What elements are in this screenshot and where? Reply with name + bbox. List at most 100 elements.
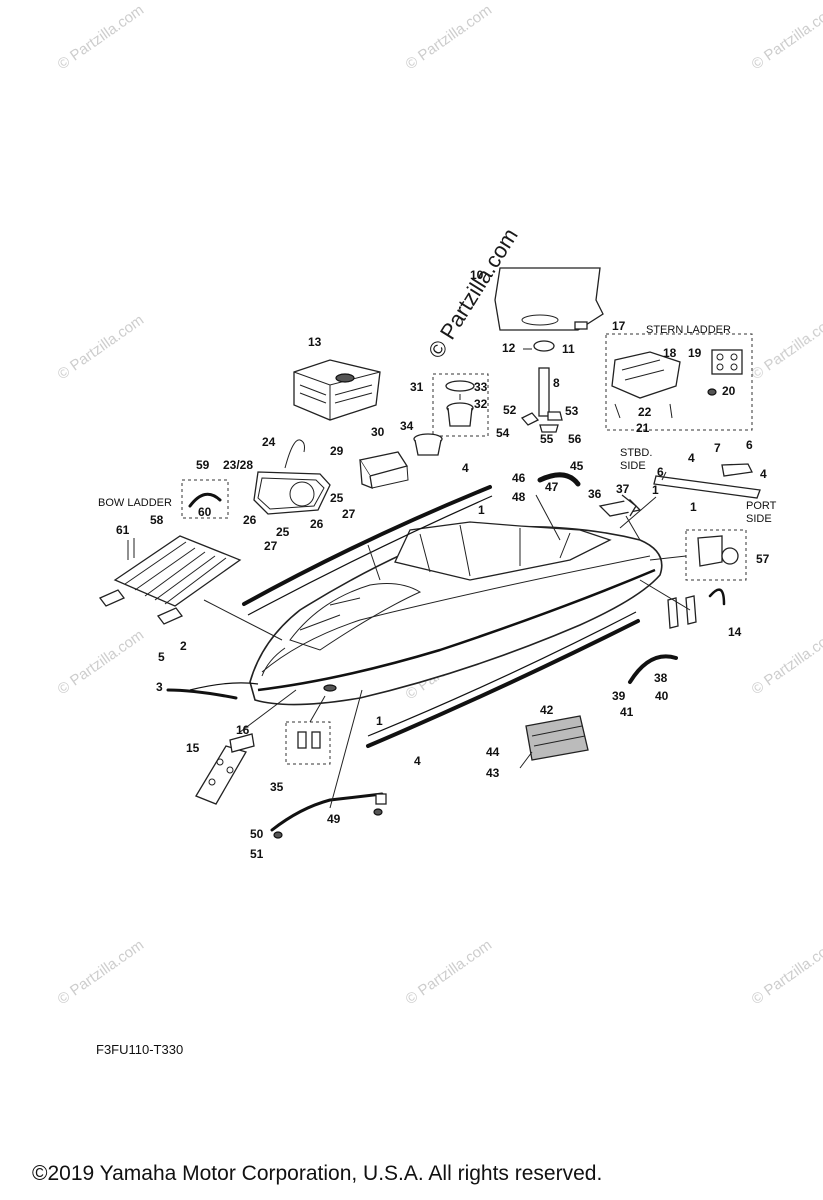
callout-60: 60	[198, 505, 212, 519]
callout-41: 41	[620, 705, 634, 719]
part-35-hardware	[285, 721, 331, 765]
part-45-grab-handle	[537, 472, 581, 487]
stbd-side-label-2: SIDE	[620, 460, 646, 472]
watermark-tile: © Partzilla.com	[749, 1, 823, 73]
callout-48: 48	[512, 490, 526, 504]
callout-4: 4	[760, 467, 767, 481]
part-14-tow-eye	[667, 588, 726, 629]
callout-55: 55	[540, 432, 554, 446]
part-59-handle	[181, 479, 229, 519]
callout-4: 4	[414, 754, 421, 768]
watermark-tile: © Partzilla.com	[749, 626, 823, 698]
part-38-fender	[628, 654, 678, 684]
callout-1: 1	[652, 483, 659, 497]
part-31-cupholder	[432, 373, 489, 437]
callout-26: 26	[310, 517, 324, 531]
callout-5: 5	[158, 650, 165, 664]
callout-4: 4	[688, 451, 695, 465]
callout-24: 24	[262, 435, 276, 449]
part-57-bracket	[685, 529, 747, 581]
part-58-bow-ladder	[98, 535, 242, 625]
part-36-cleat	[598, 494, 642, 517]
callout-1: 1	[690, 500, 697, 514]
callout-31: 31	[410, 380, 424, 394]
callout-8: 8	[553, 376, 560, 390]
callout-11: 11	[562, 342, 575, 356]
watermark-tile: © Partzilla.com	[55, 936, 148, 1008]
callout-46: 46	[512, 471, 526, 485]
part-8-table-post	[523, 340, 555, 417]
callout-58: 58	[150, 513, 164, 527]
callout-22: 22	[638, 405, 652, 419]
callout-53: 53	[565, 404, 579, 418]
watermark-tile: © Partzilla.com	[403, 936, 496, 1008]
watermark-tile: © Partzilla.com	[749, 311, 823, 383]
callout-56: 56	[568, 432, 582, 446]
callout-6: 6	[746, 438, 753, 452]
callout-59: 59	[196, 458, 210, 472]
callout-3: 3	[156, 680, 163, 694]
part-17-stern-ladder	[605, 333, 753, 431]
callout-39: 39	[612, 689, 626, 703]
part-34-cup	[413, 433, 443, 456]
callout-35: 35	[270, 780, 284, 794]
part-49-handrail	[270, 792, 387, 839]
part-15-plate	[195, 733, 255, 805]
part-4-stbd-rail	[653, 463, 761, 499]
leader-lines	[203, 494, 691, 809]
callout-19: 19	[688, 346, 702, 360]
callout-27: 27	[342, 507, 356, 521]
callout-50: 50	[250, 827, 264, 841]
callout-54: 54	[496, 426, 510, 440]
callout-29: 29	[330, 444, 344, 458]
bow-ladder-label: BOW LADDER	[98, 497, 172, 509]
part-52-56-bracket	[520, 411, 563, 433]
callout-2: 2	[180, 639, 187, 653]
watermark-tile: © Partzilla.com	[55, 626, 148, 698]
callout-47: 47	[545, 480, 559, 494]
callout-34: 34	[400, 419, 414, 433]
watermark-tile: © Partzilla.com	[749, 936, 823, 1008]
callout-10: 10	[470, 268, 484, 282]
callout-16: 16	[236, 723, 250, 737]
part-13-cooler	[293, 359, 381, 421]
callout-43: 43	[486, 766, 500, 780]
port-side-label: PORT	[746, 500, 777, 512]
part-42-net-pocket	[525, 715, 589, 761]
callout-25: 25	[330, 491, 344, 505]
part-10-cover-panel	[494, 267, 604, 331]
callout-30: 30	[371, 425, 385, 439]
callout-45: 45	[570, 459, 584, 473]
callout-38: 38	[654, 671, 668, 685]
callout-44: 44	[486, 745, 500, 759]
stbd-side-label: STBD.	[620, 447, 652, 459]
callout-15: 15	[186, 741, 200, 755]
stern-ladder-label: STERN LADDER	[646, 324, 731, 336]
callout-18: 18	[663, 346, 677, 360]
part-23-speaker-panel	[253, 439, 331, 515]
callout-23-28: 23/28	[223, 458, 253, 472]
callout-1: 1	[478, 503, 485, 517]
watermark-tile: © Partzilla.com	[55, 311, 148, 383]
callout-33: 33	[474, 380, 488, 394]
callout-51: 51	[250, 847, 264, 861]
callout-52: 52	[503, 403, 517, 417]
port-side-label-2: SIDE	[746, 513, 772, 525]
callout-4: 4	[462, 461, 469, 475]
callout-26: 26	[243, 513, 257, 527]
callout-32: 32	[474, 397, 488, 411]
callout-57: 57	[756, 552, 770, 566]
copyright-notice: ©2019 Yamaha Motor Corporation, U.S.A. A…	[32, 1162, 603, 1185]
callout-13: 13	[308, 335, 322, 349]
callout-27: 27	[264, 539, 278, 553]
callout-42: 42	[540, 703, 554, 717]
callout-14: 14	[728, 625, 742, 639]
callout-49: 49	[327, 812, 341, 826]
watermark-tile: © Partzilla.com	[403, 1, 496, 73]
part-29-tray	[358, 451, 409, 490]
callout-40: 40	[655, 689, 669, 703]
rub-rails	[166, 485, 640, 748]
callout-37: 37	[616, 482, 630, 496]
callout-labels: 10 12 11 8 13 31 33 32 52 53 54 55 56 34…	[98, 268, 777, 861]
